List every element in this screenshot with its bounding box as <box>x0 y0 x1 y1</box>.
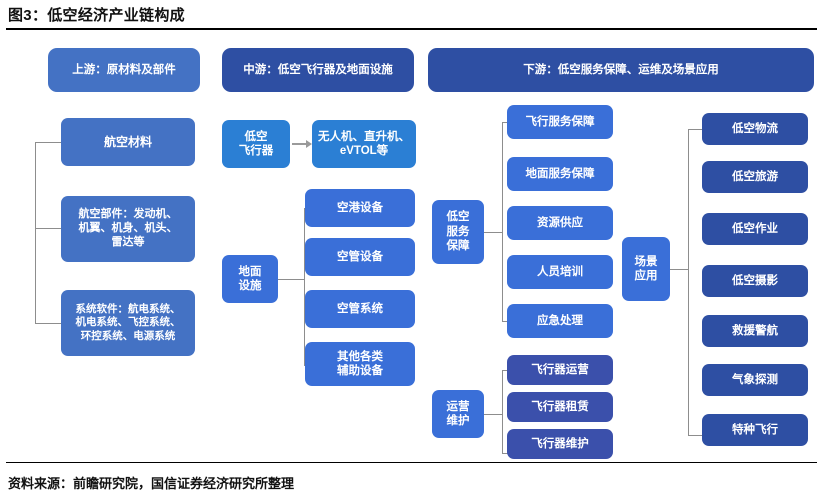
downstream-hub-scenario-application[interactable]: 场景 应用 <box>622 237 670 301</box>
tier-header-midstream: 中游：低空飞行器及地面设施 <box>222 48 414 92</box>
upstream-node-system-software[interactable]: 系统软件：航电系统、 机电系统、飞控系统、 环控系统、电源系统 <box>61 290 195 356</box>
scenario-node-rescue-police-aviation[interactable]: 救援警航 <box>702 315 808 347</box>
scenario-node-special-flight[interactable]: 特种飞行 <box>702 414 808 446</box>
midstream-node-aircraft-types[interactable]: 无人机、直升机、 eVTOL等 <box>312 120 416 168</box>
scenario-node-meteorological-detection[interactable]: 气象探测 <box>702 364 808 396</box>
scenario-node-low-altitude-logistics[interactable]: 低空物流 <box>702 113 808 145</box>
title-divider <box>6 28 817 30</box>
service-node-personnel-training[interactable]: 人员培训 <box>507 255 613 289</box>
ops-bracket-spine <box>502 370 503 453</box>
ops-node-aircraft-operation[interactable]: 飞行器运营 <box>507 355 613 385</box>
midstream-hub-aircraft[interactable]: 低空 飞行器 <box>222 120 290 168</box>
tier-header-upstream: 上游：原材料及部件 <box>48 48 200 92</box>
scenario-node-low-altitude-tourism[interactable]: 低空旅游 <box>702 161 808 193</box>
upstream-node-aviation-components[interactable]: 航空部件：发动机、 机翼、机身、机头、 雷达等 <box>61 196 195 262</box>
scenario-hub-lead <box>670 269 688 270</box>
source-note: 资料来源：前瞻研究院，国信证券经济研究所整理 <box>8 476 295 491</box>
footer-divider <box>6 462 817 463</box>
service-node-emergency-handling[interactable]: 应急处理 <box>507 304 613 338</box>
ground-bracket-spine <box>304 208 305 365</box>
arrow-shaft-aircraft <box>292 143 306 145</box>
scenario-node-low-altitude-photography[interactable]: 低空摄影 <box>702 265 808 297</box>
ground-node-atc-equipment[interactable]: 空管设备 <box>305 238 415 276</box>
scenario-bracket-stub-1 <box>688 129 702 130</box>
service-bracket-spine <box>502 122 503 321</box>
downstream-hub-operations-maintenance[interactable]: 运营 维护 <box>432 390 484 438</box>
arrow-head-aircraft <box>306 140 312 148</box>
service-node-resource-supply[interactable]: 资源供应 <box>507 206 613 240</box>
upstream-bracket-stub-3 <box>35 323 62 324</box>
midstream-hub-ground-facilities[interactable]: 地面 设施 <box>222 255 278 303</box>
ops-node-aircraft-leasing[interactable]: 飞行器租赁 <box>507 392 613 422</box>
scenario-bracket-spine <box>688 129 689 435</box>
ops-hub-lead <box>484 414 502 415</box>
upstream-bracket-stub-2 <box>35 228 62 229</box>
downstream-hub-service-guarantee[interactable]: 低空 服务 保障 <box>432 200 484 264</box>
ground-node-other-auxiliary[interactable]: 其他各类 辅助设备 <box>305 342 415 386</box>
service-node-ground-service[interactable]: 地面服务保障 <box>507 157 613 191</box>
scenario-bracket-stub-7 <box>688 435 702 436</box>
service-node-flight-service[interactable]: 飞行服务保障 <box>507 105 613 139</box>
ground-node-airport-equipment[interactable]: 空港设备 <box>305 189 415 227</box>
ground-hub-lead <box>278 279 304 280</box>
ops-node-aircraft-maintenance[interactable]: 飞行器维护 <box>507 429 613 459</box>
upstream-bracket-stub-1 <box>35 142 62 143</box>
upstream-node-aviation-materials[interactable]: 航空材料 <box>61 118 195 166</box>
scenario-node-low-altitude-operations[interactable]: 低空作业 <box>702 213 808 245</box>
page-title: 图3：低空经济产业链构成 <box>8 7 185 24</box>
tier-header-downstream: 下游：低空服务保障、运维及场景应用 <box>428 48 814 92</box>
upstream-bracket-spine <box>35 142 36 324</box>
service-hub-lead <box>484 232 502 233</box>
ground-node-atc-system[interactable]: 空管系统 <box>305 290 415 328</box>
